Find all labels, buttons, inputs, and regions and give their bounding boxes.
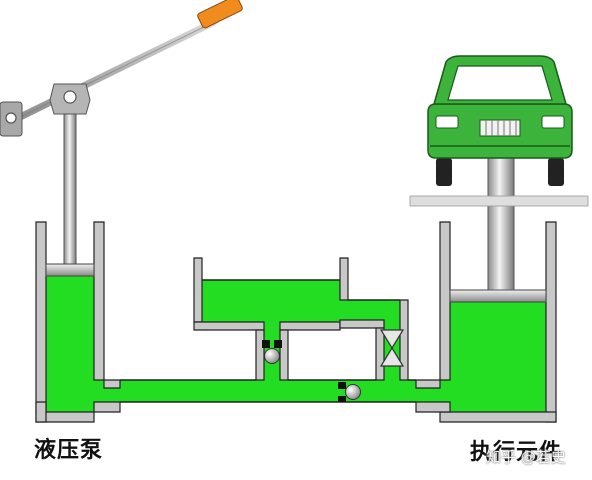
check-valve-ball-lower	[345, 384, 361, 400]
throttle-valve-icon	[379, 329, 405, 367]
lever-grip	[197, 0, 243, 29]
pump-piston-head	[45, 263, 95, 277]
actuator-label: 执行元件	[470, 440, 563, 465]
main-pipe	[94, 380, 450, 402]
hydraulic-fluid	[46, 272, 546, 413]
actuator-piston-rod	[487, 155, 515, 291]
pump-piston	[45, 113, 95, 277]
check-valve-ball-upper	[264, 348, 280, 364]
pump-label: 液压泵	[34, 438, 104, 463]
reservoir-fluid	[202, 280, 340, 322]
watermark-text: 知乎 @若史	[486, 448, 566, 466]
ground-platform	[409, 195, 589, 207]
actuator-fluid	[450, 300, 546, 413]
car-icon	[427, 55, 573, 186]
check-valve-icon	[262, 340, 282, 364]
pump-piston-rod	[63, 113, 77, 265]
lever-handle-icon	[0, 0, 243, 137]
pump-fluid	[46, 272, 94, 412]
pump-cylinder	[35, 221, 121, 423]
actuator-cylinder	[415, 221, 557, 423]
pipe-outlines	[120, 279, 416, 403]
actuator-piston	[449, 155, 547, 303]
check-valve-icon	[338, 382, 361, 402]
actuator-piston-head	[449, 289, 547, 303]
